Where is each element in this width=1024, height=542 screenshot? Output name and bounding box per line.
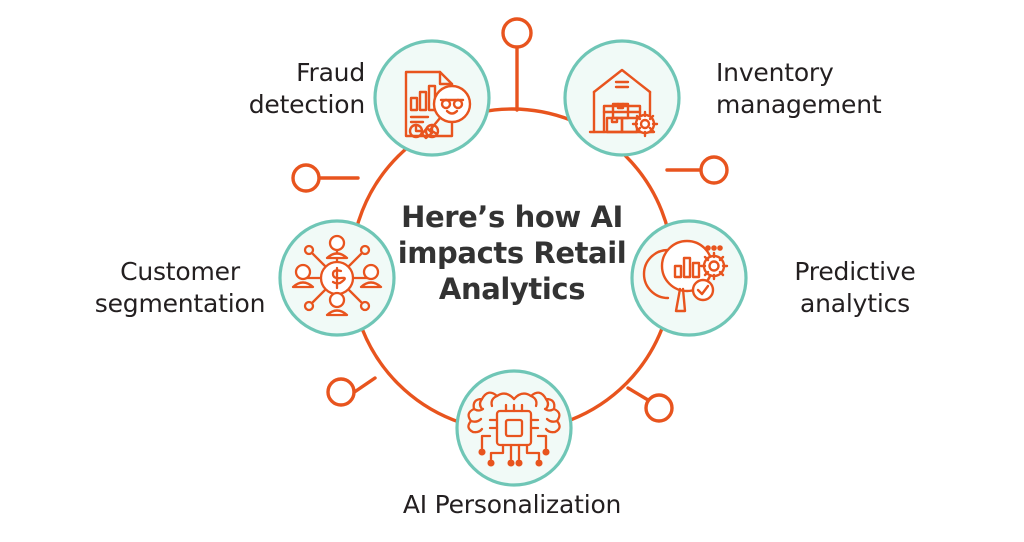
brain-circuit-chip-icon [467,391,561,467]
connector-node-upper-right [699,155,729,185]
warehouse-gear-icon [588,68,659,138]
icon-circle-ai-personalization[interactable] [455,369,573,487]
label-inventory-management: Inventory management [716,58,882,119]
connector-upper-left [291,163,360,193]
label-customer-segmentation: Customer segmentation [94,257,266,318]
label-fraud-detection: Fraud detection [248,58,365,119]
fraud-magnifier-document-icon [404,70,472,140]
icon-circle-fraud-detection[interactable] [373,39,491,157]
magnifier-barchart-gear-icon [642,239,729,313]
people-network-dollar-icon [291,234,383,317]
connector-lower-right [626,386,674,423]
icon-circle-inventory-management[interactable] [563,39,681,157]
icon-circle-predictive-analytics[interactable] [630,219,748,337]
connector-lower-left [326,376,377,407]
label-ai-personalization: AI Personalization [402,490,622,519]
connector-node-lower-right [644,393,674,423]
connector-node-top [501,17,533,49]
icon-circle-customer-segmentation[interactable] [278,219,396,337]
center-title: Here’s how AI impacts Retail Analytics [397,200,627,306]
connector-node-upper-left [291,163,321,193]
connector-top [501,17,533,112]
label-predictive-analytics: Predictive analytics [794,257,916,318]
connector-node-lower-left [326,377,356,407]
connector-upper-right [665,155,729,185]
